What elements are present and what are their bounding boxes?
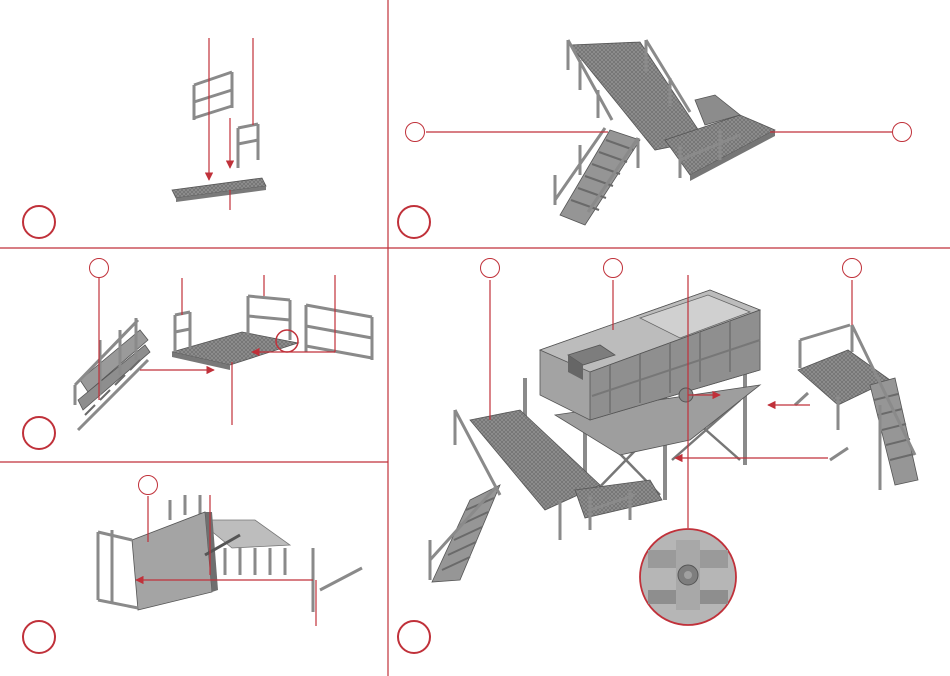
staircase — [555, 128, 640, 225]
part-callout — [405, 122, 425, 142]
step-2-panel — [426, 40, 892, 225]
part-callout — [138, 475, 158, 495]
staircase-part — [75, 318, 150, 430]
step-2-badge — [397, 205, 431, 239]
part-callout — [842, 258, 862, 278]
railing-part — [238, 124, 258, 168]
step-3-badge — [22, 416, 56, 450]
step-1-badge — [22, 205, 56, 239]
detail-magnifier — [640, 529, 736, 625]
step-5-badge — [397, 620, 431, 654]
step-5-panel — [430, 275, 918, 625]
railing-part — [194, 72, 232, 120]
part-callout — [892, 122, 912, 142]
part-callout — [89, 258, 109, 278]
step-4-badge — [22, 620, 56, 654]
part-callout — [480, 258, 500, 278]
part-callout — [603, 258, 623, 278]
step-3-panel — [75, 275, 372, 430]
step-4-panel — [98, 495, 362, 626]
step-1-panel — [172, 38, 266, 210]
platform-part — [172, 178, 266, 202]
side-staircase-assembly — [795, 325, 918, 490]
rod-part — [313, 548, 362, 612]
